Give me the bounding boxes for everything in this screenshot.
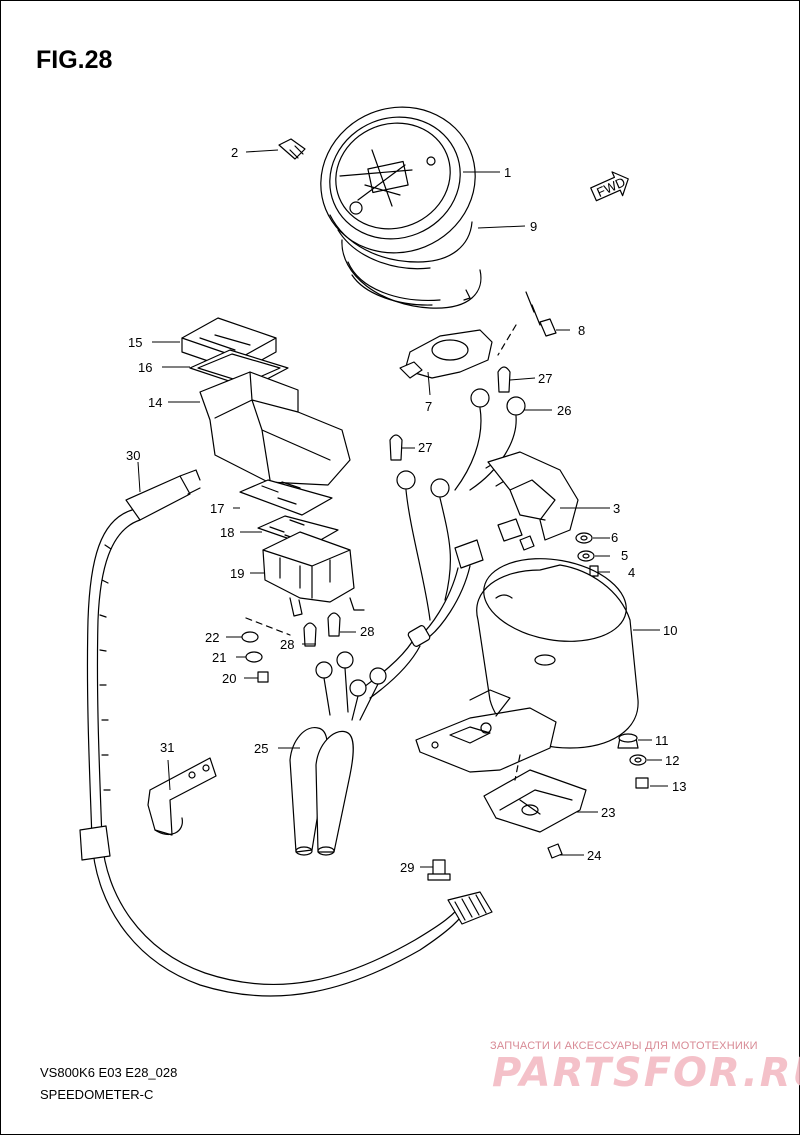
callout-6: 6 [611, 530, 618, 545]
meter-bracket [399, 291, 557, 379]
bulb-socket-2 [278, 138, 306, 160]
callout-28-left: 28 [280, 637, 294, 652]
washers-bolts-right [575, 532, 599, 585]
callout-27-lower: 27 [418, 440, 432, 455]
callout-29: 29 [400, 860, 414, 875]
callout-15: 15 [128, 335, 142, 350]
callout-13: 13 [672, 779, 686, 794]
callout-20: 20 [222, 671, 236, 686]
callout-9: 9 [530, 219, 537, 234]
callout-18: 18 [220, 525, 234, 540]
harness-25 [289, 612, 387, 856]
callout-31: 31 [160, 740, 174, 755]
callout-26: 26 [557, 403, 571, 418]
lower-bracket-23 [483, 754, 587, 859]
bolt-29 [427, 859, 451, 881]
callout-19: 19 [230, 566, 244, 581]
callout-30: 30 [126, 448, 140, 463]
speedometer-assembly [320, 106, 482, 309]
callout-23: 23 [601, 805, 615, 820]
indicator-housing [181, 317, 365, 617]
meter-cover-10 [415, 558, 639, 773]
callout-2: 2 [231, 145, 238, 160]
callout-3: 3 [613, 501, 620, 516]
callout-labels: 1 2 3 4 5 6 7 8 9 10 11 12 13 14 15 16 1… [126, 145, 686, 875]
callout-21: 21 [212, 650, 226, 665]
model-code: VS800K6 E03 E28_028 [40, 1065, 178, 1080]
callout-1: 1 [504, 165, 511, 180]
callout-8: 8 [578, 323, 585, 338]
callout-27-upper: 27 [538, 371, 552, 386]
fwd-arrow-icon: FWD [590, 171, 629, 202]
callout-12: 12 [665, 753, 679, 768]
callout-16: 16 [138, 360, 152, 375]
callout-28-right: 28 [360, 624, 374, 639]
speedometer-cable-30 [79, 469, 493, 997]
callout-10: 10 [663, 623, 677, 638]
bulb-wiring [359, 366, 526, 699]
screws-left [241, 617, 291, 683]
callout-17: 17 [210, 501, 224, 516]
cover-bracket-3 [487, 451, 579, 551]
grommet-washer-bolt [617, 733, 649, 789]
leader-lines [137, 149, 668, 868]
figure-title: FIG.28 [36, 46, 113, 74]
watermark-tagline: ЗАПЧАСТИ И АКСЕССУАРЫ ДЛЯ МОТОТЕХНИКИ [490, 1040, 758, 1052]
callout-11: 11 [655, 733, 669, 748]
callout-14: 14 [148, 395, 162, 410]
clamp-31 [147, 757, 217, 836]
watermark-logo: PARTSFOR.RU [492, 1050, 800, 1096]
callout-25: 25 [254, 741, 268, 756]
callout-24: 24 [587, 848, 601, 863]
callout-7: 7 [425, 399, 432, 414]
diagram-name: SPEEDOMETER-C [40, 1087, 154, 1102]
callout-22: 22 [205, 630, 219, 645]
callout-4: 4 [628, 565, 635, 580]
callout-5: 5 [621, 548, 628, 563]
